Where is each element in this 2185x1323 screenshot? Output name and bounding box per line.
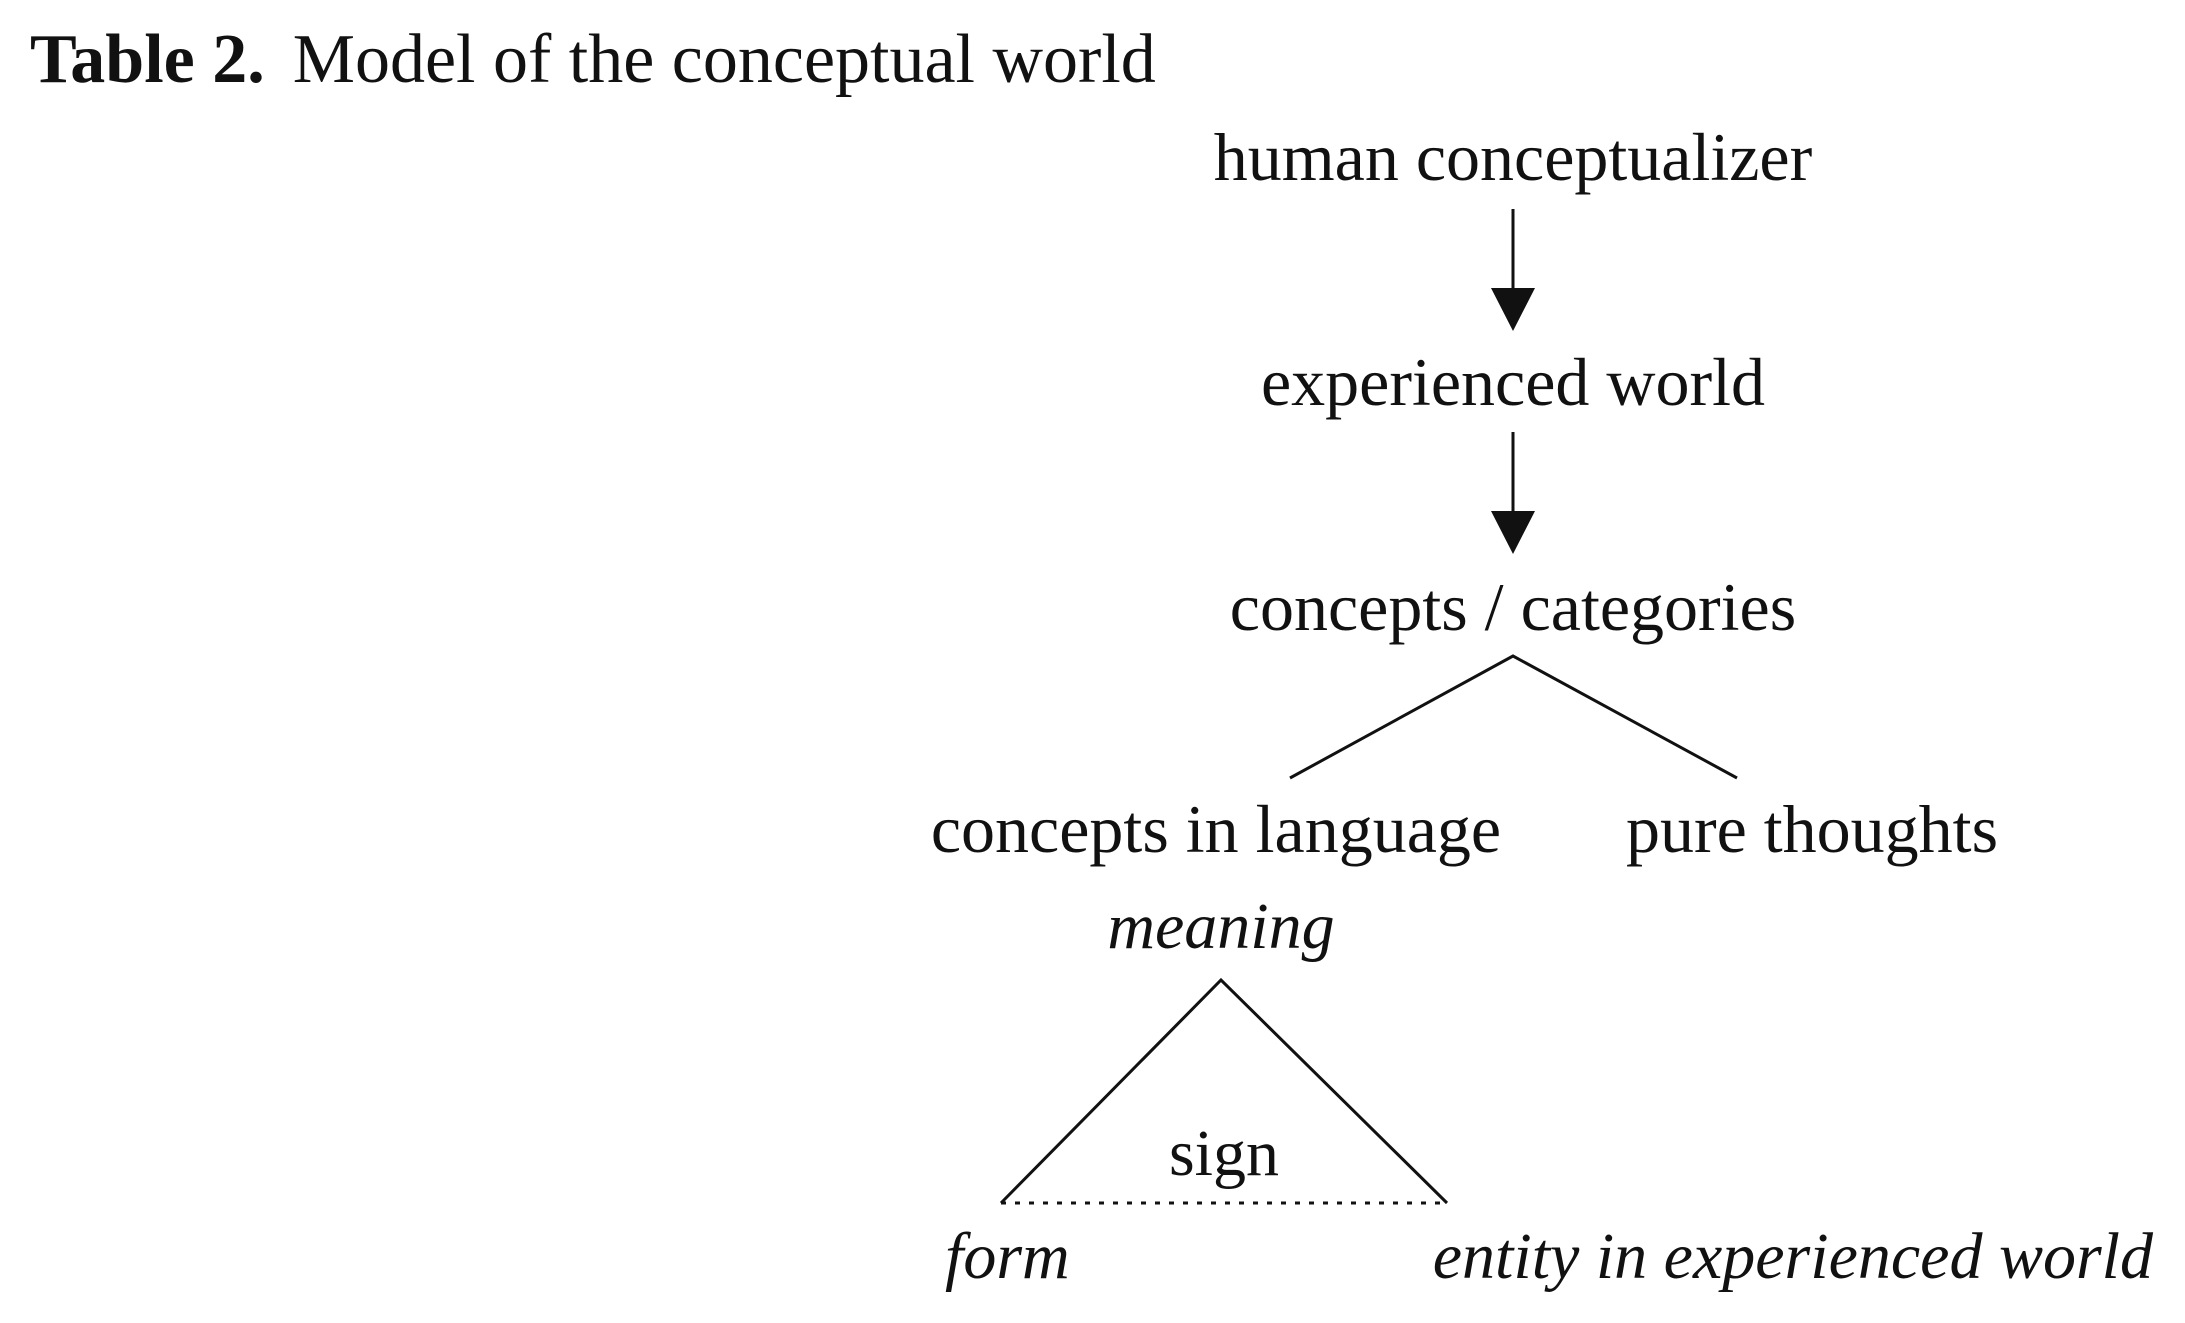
table-label: Table 2. [30,21,265,98]
node-meaning: meaning [1107,890,1334,963]
arrowhead-1-icon [1491,288,1535,331]
node-sign: sign [1169,1117,1279,1190]
node-human-conceptualizer: human conceptualizer [1214,119,1813,195]
node-concepts-in-language: concepts in language [931,791,1501,867]
table-caption: Model of the conceptual world [293,21,1156,98]
arrowhead-2-icon [1491,511,1535,554]
node-entity: entity in experienced world [1433,1220,2154,1293]
node-form: form [945,1220,1070,1293]
node-pure-thoughts: pure thoughts [1626,791,1998,867]
node-concepts-categories: concepts / categories [1230,569,1796,645]
semiotic-triangle [999,977,1449,1205]
table-title: Table 2. Model of the conceptual world [30,21,1156,98]
branch-lines [1289,654,1738,780]
node-experienced-world: experienced world [1261,344,1765,420]
